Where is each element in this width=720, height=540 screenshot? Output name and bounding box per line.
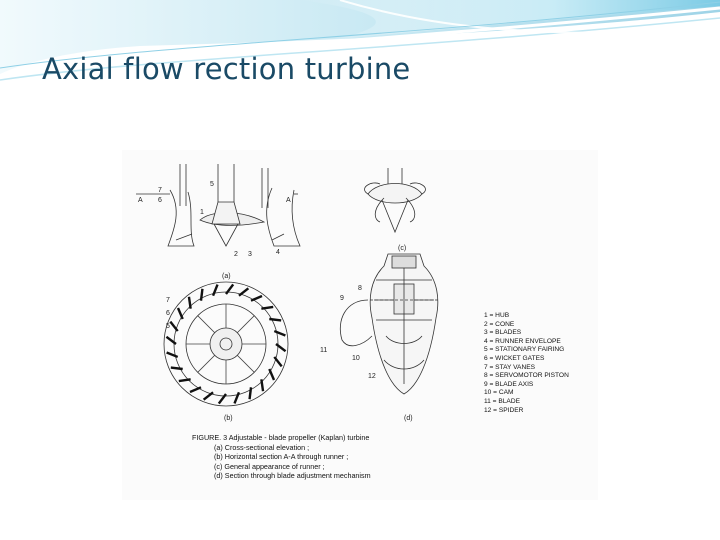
wicket-gate-vane <box>170 366 183 371</box>
label-9: 9 <box>340 295 344 302</box>
runner-spoke <box>237 355 255 373</box>
label-b-6: 6 <box>166 310 170 317</box>
label-section-a-right: A <box>286 197 291 204</box>
label-b: (b) <box>224 415 233 422</box>
wicket-gate-vane <box>202 391 214 401</box>
caption-line: (d) Section through blade adjustment mec… <box>214 471 371 481</box>
label-3: 3 <box>248 251 252 258</box>
wicket-gate-vane <box>187 296 192 309</box>
label-section-a-left: A <box>138 197 143 204</box>
view-d-mechanism <box>339 253 439 395</box>
legend-item: 2 = CONE <box>484 320 515 328</box>
label-10: 10 <box>352 355 360 362</box>
wicket-gate-vane <box>238 287 250 297</box>
wicket-gate-vane <box>248 387 253 400</box>
legend-item: 4 = RUNNER ENVELOPE <box>484 337 561 345</box>
turbine-drawing: (a) (c) (b) (d) A A 1 2 3 4 5 6 7 8 9 10… <box>136 164 439 422</box>
wicket-gate-vane <box>261 305 274 310</box>
label-b-7: 7 <box>166 297 170 304</box>
label-b-5: 5 <box>166 323 170 330</box>
runner-spoke <box>197 315 215 333</box>
figure-caption: FIGURE. 3 Adjustable - blade propeller (… <box>192 433 371 481</box>
label-d: (d) <box>404 415 413 422</box>
legend-item: 6 = WICKET GATES <box>484 354 545 362</box>
legend-item: 1 = HUB <box>484 312 510 319</box>
legend-item: 9 = BLADE AXIS <box>484 380 534 388</box>
wicket-gate-vane <box>275 343 287 353</box>
view-a-elevation <box>136 164 301 247</box>
caption-line: (c) General appearance of runner ; <box>214 461 325 471</box>
caption-title: FIGURE. 3 Adjustable - blade propeller (… <box>192 433 370 442</box>
wicket-gate-vane <box>250 294 263 302</box>
label-4: 4 <box>276 249 280 256</box>
wicket-gate-vane <box>273 329 286 337</box>
legend-item: 10 = CAM <box>484 389 514 397</box>
wicket-gate-vane <box>260 379 265 392</box>
wicket-gate-vane <box>269 317 282 322</box>
label-a: (a) <box>222 273 231 280</box>
wicket-gate-vane <box>217 393 227 405</box>
wicket-gate-vane <box>273 356 283 368</box>
wicket-gate-vane <box>166 351 179 359</box>
wicket-gate-vane <box>225 283 235 295</box>
wicket-gate-vane <box>165 335 177 345</box>
legend-item: 7 = STAY VANES <box>484 363 536 371</box>
header-swoosh-decoration <box>0 0 720 81</box>
legend-item: 5 = STATIONARY FAIRING <box>484 346 565 354</box>
label-2: 2 <box>234 251 238 258</box>
slide-title: Axial flow rection turbine <box>42 52 411 86</box>
caption-line: (b) Horizontal section A-A through runne… <box>214 452 349 462</box>
label-11: 11 <box>320 347 327 354</box>
label-7: 7 <box>158 187 162 194</box>
label-8: 8 <box>358 285 362 292</box>
label-6: 6 <box>158 197 162 204</box>
wicket-gate-vane <box>268 368 276 381</box>
runner-spoke <box>197 355 215 373</box>
label-1: 1 <box>200 209 204 216</box>
wicket-gate-vane <box>211 284 219 297</box>
view-b-section <box>163 281 289 407</box>
legend-item: 11 = BLADE <box>484 397 520 405</box>
wicket-gate-vane <box>178 378 191 383</box>
legend-item: 12 = SPIDER <box>484 406 524 414</box>
wicket-gate-vane <box>233 391 241 404</box>
wicket-gate-vane <box>176 307 184 320</box>
wicket-gate-vane <box>169 320 179 332</box>
legend-item: 8 = SERVOMOTOR PISTON <box>484 372 569 380</box>
caption-line: (a) Cross-sectional elevation ; <box>214 442 310 452</box>
kaplan-turbine-figure: (a) (c) (b) (d) A A 1 2 3 4 5 6 7 8 9 10… <box>122 150 598 500</box>
view-c-runner <box>364 168 426 234</box>
label-c: (c) <box>398 245 406 252</box>
wicket-gate-vane <box>189 386 202 394</box>
wicket-gate-vane <box>199 288 204 301</box>
runner-spoke <box>237 315 255 333</box>
label-5: 5 <box>210 181 214 188</box>
label-12: 12 <box>368 373 376 380</box>
legend-item: 3 = BLADES <box>484 329 522 337</box>
